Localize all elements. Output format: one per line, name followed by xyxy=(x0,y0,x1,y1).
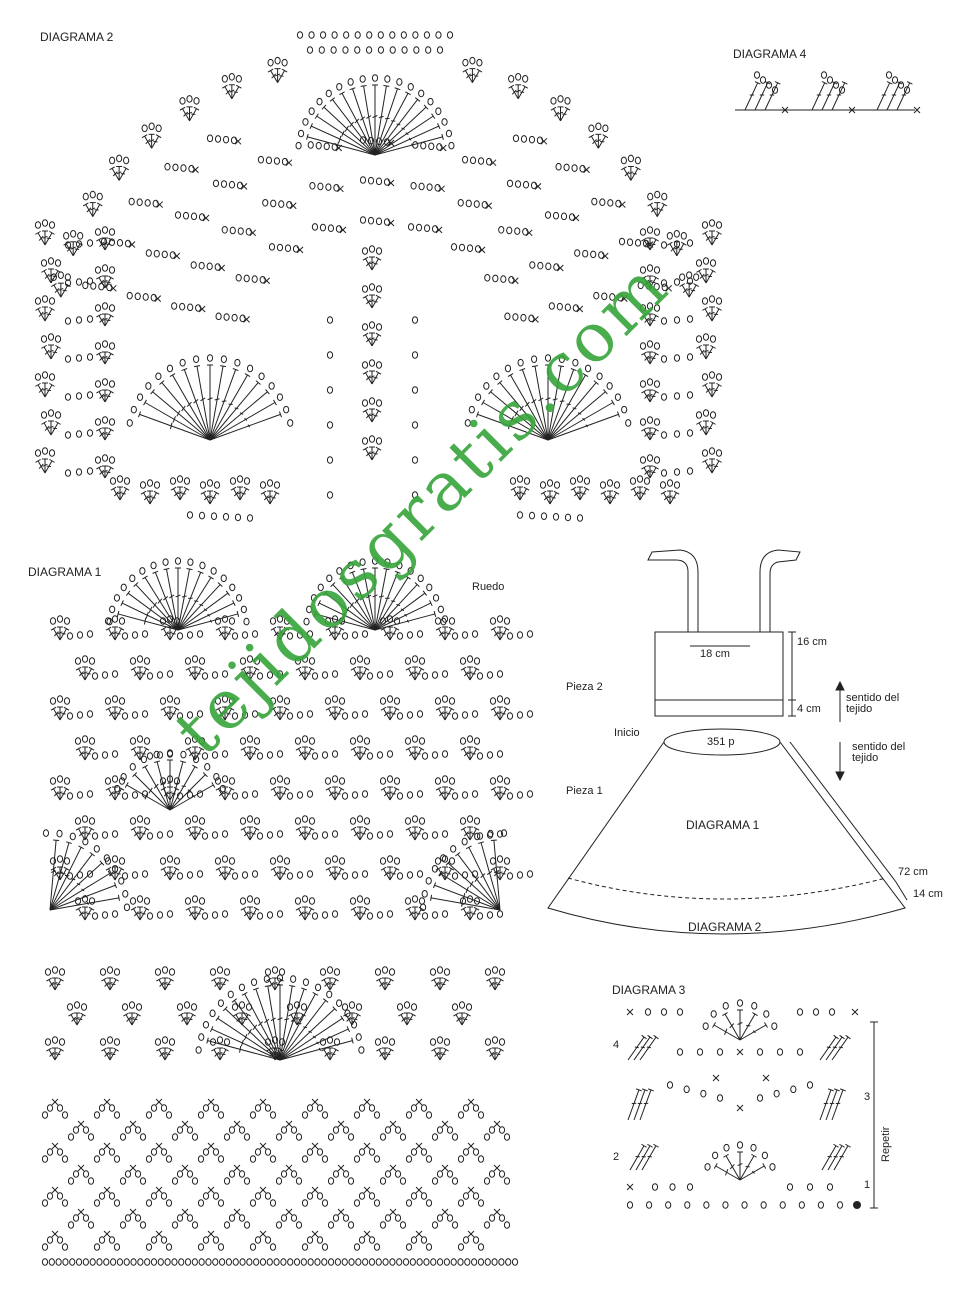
garment-schematic xyxy=(547,549,908,935)
repetir-label: Repetir xyxy=(880,1126,892,1162)
height-4cm-label: 4 cm xyxy=(797,703,821,715)
ruedo-label: Ruedo xyxy=(472,581,505,593)
row-4-label: 4 xyxy=(613,1039,620,1051)
row-3-label: 3 xyxy=(864,1091,871,1103)
sentido-up-label: sentido del tejido xyxy=(846,692,900,715)
diagram-4-title: DIAGRAMA 4 xyxy=(733,47,807,61)
sentido-down-label: sentido del tejido xyxy=(852,741,906,764)
diagram-2-chart xyxy=(34,31,723,522)
inicio-label: Inicio xyxy=(614,727,640,739)
row-2-label: 2 xyxy=(613,1151,620,1163)
diagram-4-chart xyxy=(735,71,921,114)
diagram-3-title: DIAGRAMA 3 xyxy=(612,983,686,997)
diagram-2-title: DIAGRAMA 2 xyxy=(40,30,114,44)
pieza-1-label: Pieza 1 xyxy=(566,785,603,797)
body-diagram-2-label: DIAGRAMA 2 xyxy=(688,920,762,934)
body-diagram-1-label: DIAGRAMA 1 xyxy=(686,818,760,832)
height-14cm-label: 14 cm xyxy=(913,888,943,900)
row-1-label: 1 xyxy=(864,1179,871,1191)
pieza-2-label: Pieza 2 xyxy=(566,681,603,693)
stitch-count-label: 351 p xyxy=(707,736,735,748)
diagram-1-chart xyxy=(41,557,534,1266)
height-16cm-label: 16 cm xyxy=(797,636,827,648)
height-72cm-label: 72 cm xyxy=(898,866,928,878)
diagram-1-title: DIAGRAMA 1 xyxy=(28,565,102,579)
diagram-3-chart xyxy=(626,999,878,1209)
width-18cm-label: 18 cm xyxy=(700,648,730,660)
